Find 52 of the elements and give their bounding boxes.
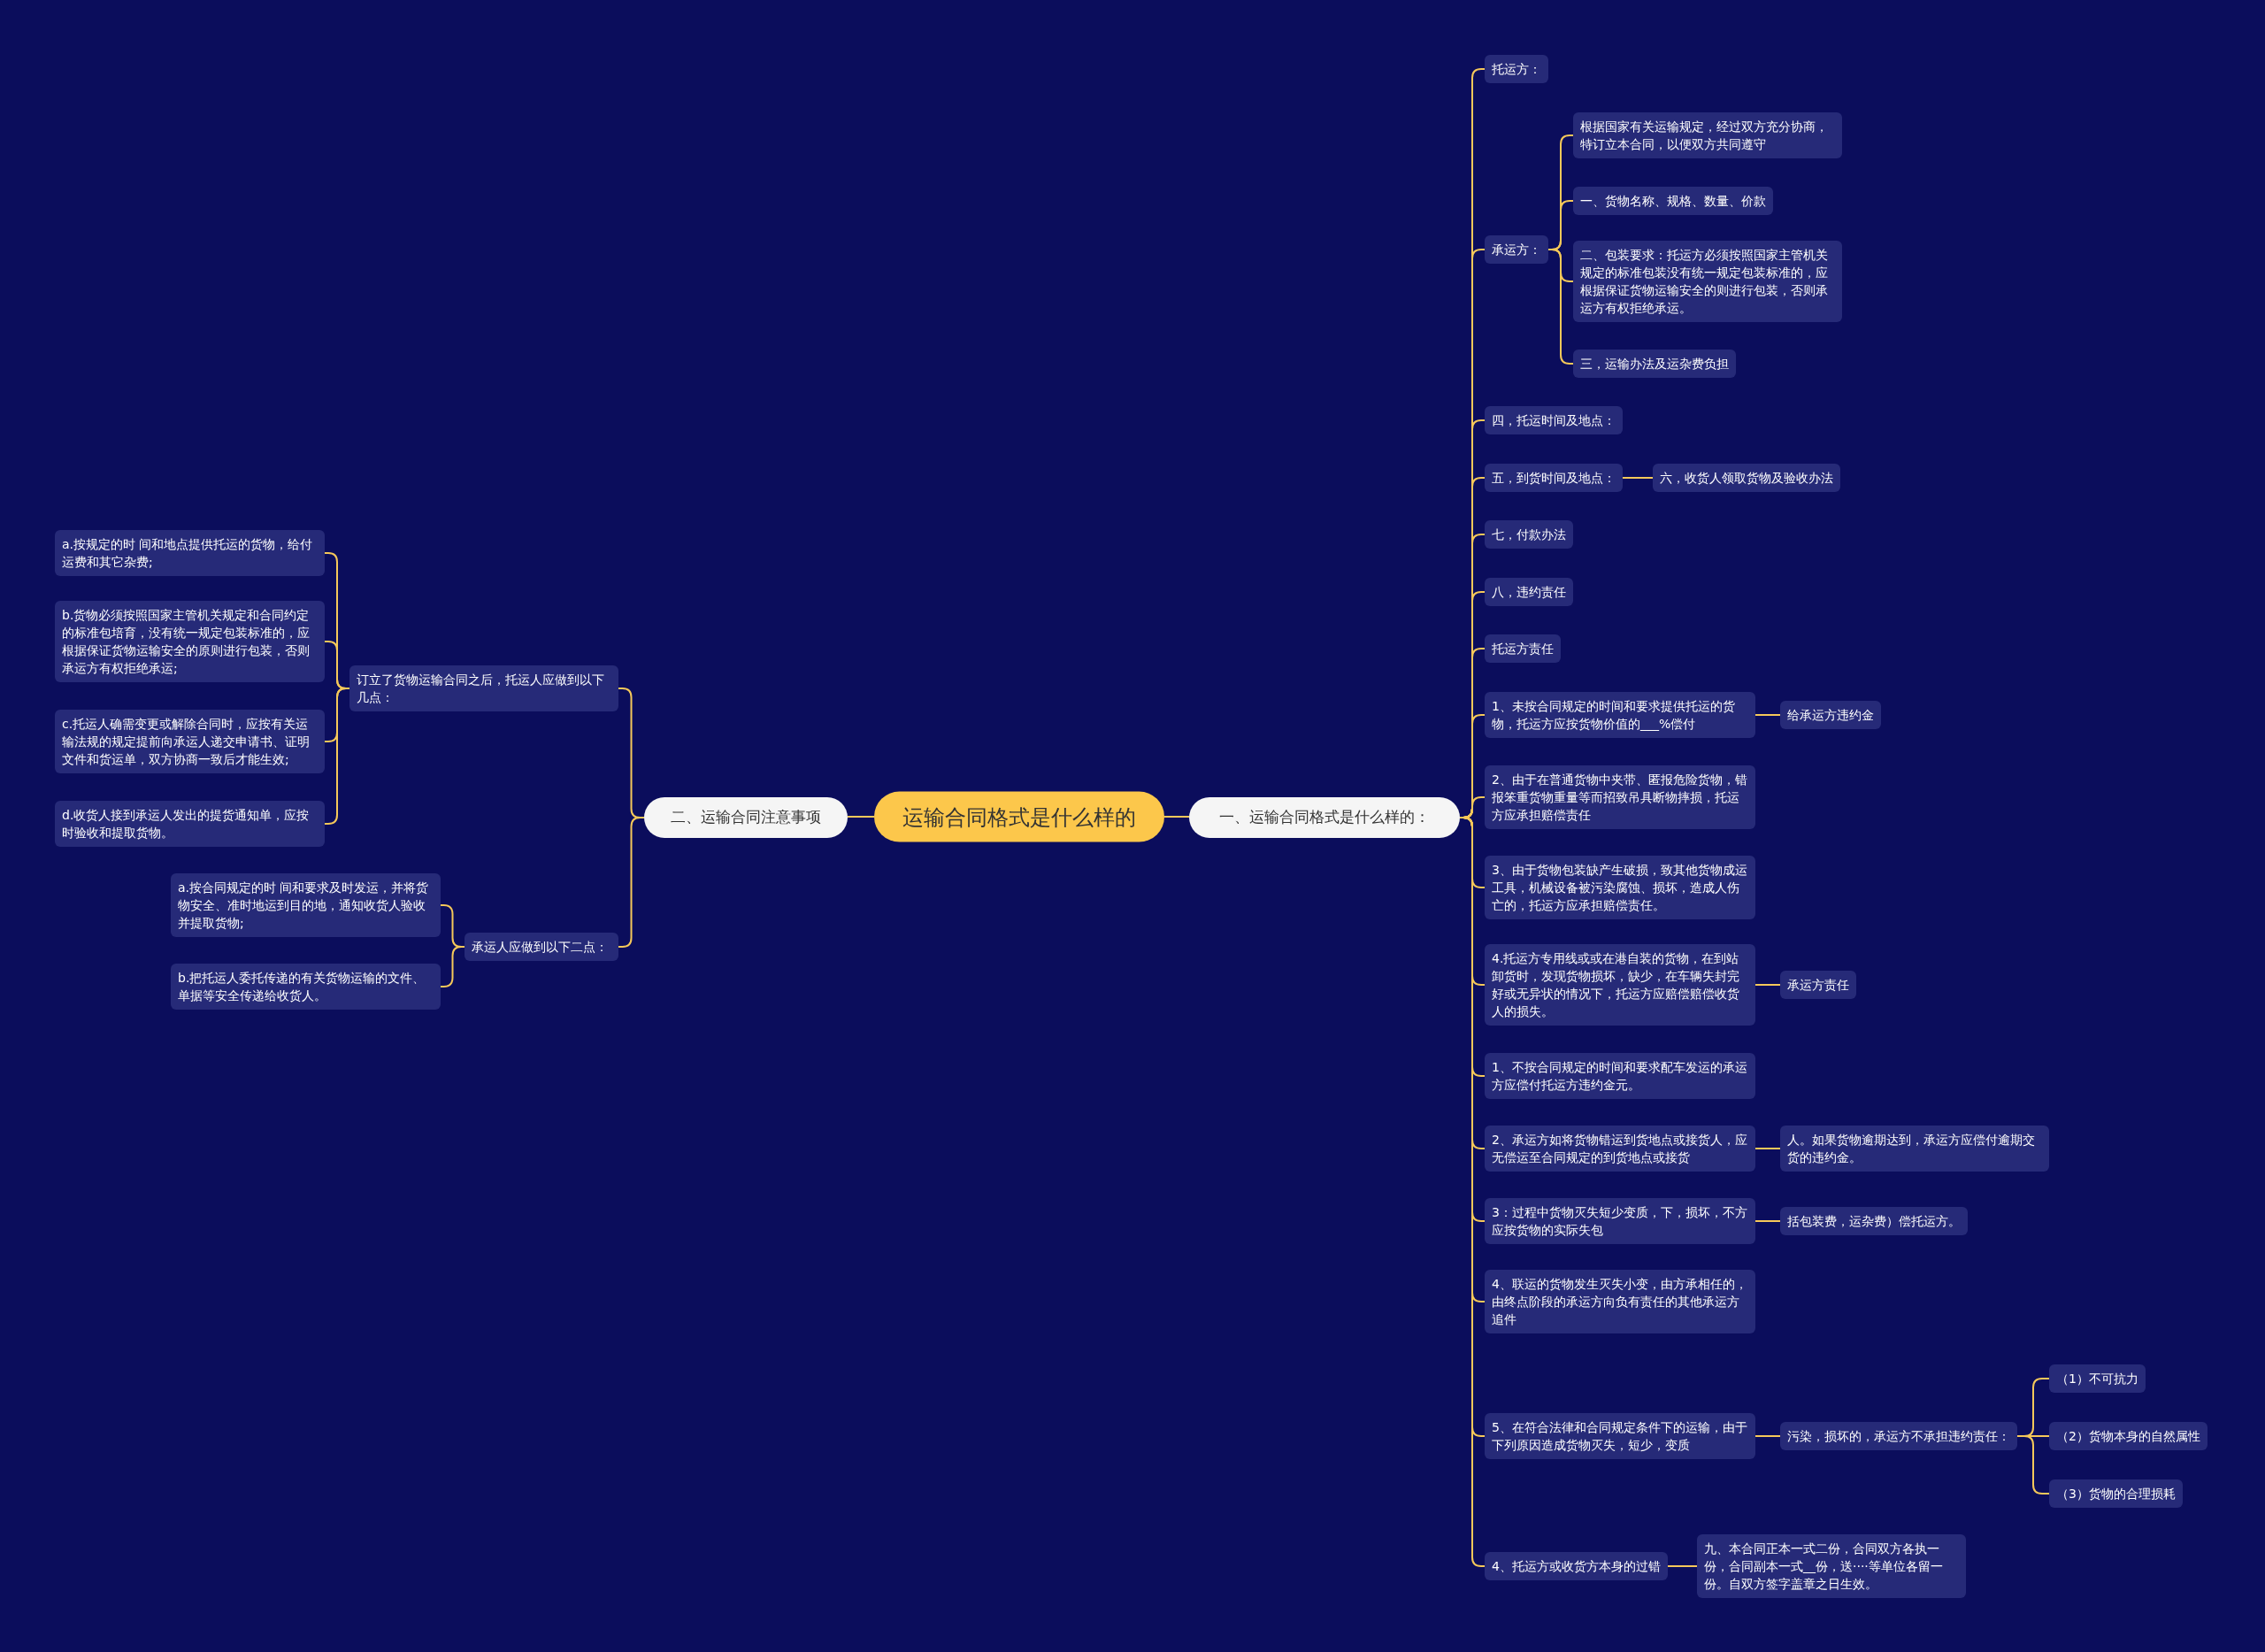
connector-line bbox=[1754, 984, 1781, 986]
topic-card: 托运方： bbox=[1485, 55, 1548, 83]
topic-card: d.收货人接到承运人发出的提货通知单，应按时验收和提取货物。 bbox=[55, 801, 325, 847]
topic-card: 4.托运方专用线或或在港自装的货物，在到站卸货时，发现货物损坏，缺少，在车辆失封完好或无异状的情况下，托运方应赔偿赔偿收货人的损失。 bbox=[1485, 944, 1755, 1026]
topic-card: 七，付款办法 bbox=[1485, 520, 1573, 549]
topic-card: 5、在符合法律和合同规定条件下的运输，由于下列原因造成货物灭失，短少，变质 bbox=[1485, 1413, 1755, 1459]
topic-card: b.货物必须按照国家主管机关规定和合同约定的标准包培育，没有统一规定包装标准的，应根据保证货物运输安全的原则进行包装，否则承运方有权拒绝承运; bbox=[55, 601, 325, 682]
topic-card: 根据国家有关运输规定，经过双方充分协商，特订立本合同，以便双方共同遵守 bbox=[1573, 112, 1842, 158]
topic-card: 2、由于在普通货物中夹带、匿报危险货物，错报笨重货物重量等而招致吊具断物摔损，托运方应承担赔偿责任 bbox=[1485, 765, 1755, 829]
topic-card: （3）货物的合理损耗 bbox=[2049, 1479, 2183, 1508]
branch-topic: 二、运输合同注意事项 bbox=[644, 797, 848, 838]
connector-line bbox=[1754, 1435, 1781, 1437]
topic-card: 五，到货时间及地点： bbox=[1485, 464, 1623, 492]
topic-card: 九、本合同正本一式二份，合同双方各执一份，合同副本一式__份，送····等单位各留一份。自双方签字盖章之日生效。 bbox=[1697, 1534, 1966, 1598]
topic-card: 承运人应做到以下二点： bbox=[465, 933, 618, 961]
topic-card: 括包装费，运杂费）偿托运方。 bbox=[1780, 1207, 1968, 1235]
connector-line bbox=[847, 816, 875, 818]
topic-card: 四，托运时间及地点： bbox=[1485, 406, 1623, 434]
topic-card: 2、承运方如将货物错运到货地点或接货人，应无偿运至合同规定的到货地点或接货 bbox=[1485, 1126, 1755, 1172]
topic-card: 承运方责任 bbox=[1780, 971, 1856, 999]
topic-card: 一、货物名称、规格、数量、价款 bbox=[1573, 187, 1773, 215]
topic-card: 三，运输办法及运杂费负担 bbox=[1573, 350, 1736, 378]
topic-card: 八，违约责任 bbox=[1485, 578, 1573, 606]
topic-card: 污染，损坏的，承运方不承担违约责任： bbox=[1780, 1422, 2017, 1450]
connector-line bbox=[2016, 1435, 2050, 1494]
topic-card: 给承运方违约金 bbox=[1780, 701, 1881, 729]
connector-line bbox=[1754, 714, 1781, 716]
topic-card: 六，收货人领取货物及验收办法 bbox=[1653, 464, 1840, 492]
central-topic: 运输合同格式是什么样的 bbox=[874, 791, 1164, 842]
topic-card: 托运方责任 bbox=[1485, 634, 1561, 663]
connector-line bbox=[1163, 816, 1190, 818]
topic-card: 1、不按合同规定的时间和要求配车发运的承运方应偿付托运方违约金元。 bbox=[1485, 1053, 1755, 1099]
topic-card: a.按规定的时 间和地点提供托运的货物，给付运费和其它杂费; bbox=[55, 530, 325, 576]
connector-line bbox=[1754, 1148, 1781, 1149]
topic-card: 承运方： bbox=[1485, 235, 1548, 264]
connector-line bbox=[1666, 1565, 1698, 1567]
branch-topic: 一、运输合同格式是什么样的： bbox=[1189, 797, 1460, 838]
topic-card: 4、联运的货物发生灭失小变，由方承相任的，由终点阶段的承运方向负有责任的其他承运方追件 bbox=[1485, 1270, 1755, 1333]
topic-card: 4、托运方或收货方本身的过错 bbox=[1485, 1552, 1668, 1580]
topic-card: （2）货物本身的自然属性 bbox=[2049, 1422, 2207, 1450]
topic-card: b.把托运人委托传递的有关货物运输的文件、单据等安全传递给收货人。 bbox=[171, 964, 441, 1010]
connector-line bbox=[1754, 1220, 1781, 1222]
topic-card: 1、未按合同规定的时间和要求提供托运的货物，托运方应按货物价值的___%偿付 bbox=[1485, 692, 1755, 738]
topic-card: c.托运人确需变更或解除合同时，应按有关运输法规的规定提前向承运人递交申请书、证明文件和货运单，双方协商一致后才能生效; bbox=[55, 710, 325, 773]
topic-card: 3、由于货物包装缺产生破损，致其他货物成运工具，机械设备被污染腐蚀、损坏，造成人伤亡的，托运方应承担赔偿责任。 bbox=[1485, 856, 1755, 919]
topic-card: 订立了货物运输合同之后，托运人应做到以下几点： bbox=[349, 665, 618, 711]
topic-card: 3：过程中货物灭失短少变质，下，损坏，不方应按货物的实际失包 bbox=[1485, 1198, 1755, 1244]
topic-card: 人。如果货物逾期达到，承运方应偿付逾期交货的违约金。 bbox=[1780, 1126, 2049, 1172]
topic-card: 二、包装要求：托运方必须按照国家主管机关规定的标准包装没有统一规定包装标准的，应根据保证货物运输安全的则进行包装，否则承运方有权拒绝承运。 bbox=[1573, 241, 1842, 322]
topic-card: a.按合同规定的时 间和要求及时发运，并将货物安全、准时地运到目的地，通知收货人验收并提取货物; bbox=[171, 873, 441, 937]
topic-card: （1）不可抗力 bbox=[2049, 1364, 2146, 1393]
connector-line bbox=[1622, 477, 1654, 479]
